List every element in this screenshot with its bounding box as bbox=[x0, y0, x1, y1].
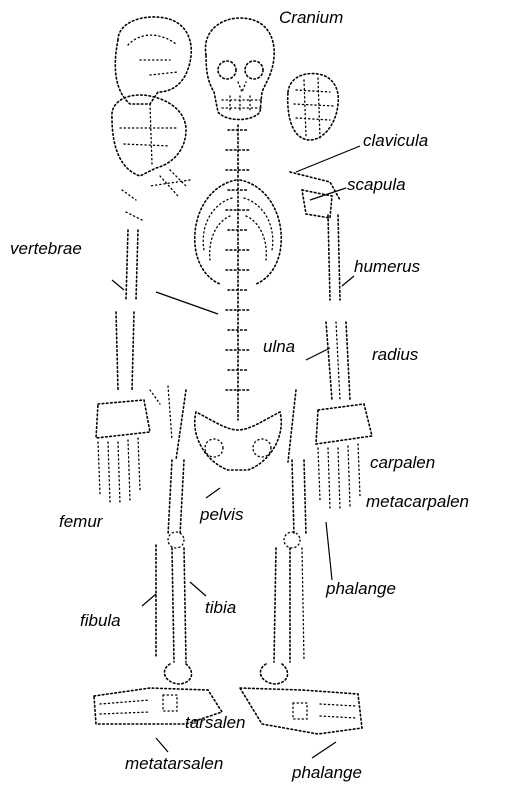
hand-right bbox=[316, 404, 372, 510]
label-phalange-foot: phalange bbox=[291, 763, 362, 782]
label-fibula: fibula bbox=[80, 611, 121, 630]
label-carpalen: carpalen bbox=[370, 453, 435, 472]
leader-phalange-foot bbox=[312, 742, 336, 758]
leader-fibula bbox=[142, 594, 156, 606]
leader-metatarsalen bbox=[156, 738, 168, 752]
label-radius: radius bbox=[372, 345, 419, 364]
arm-right bbox=[326, 215, 350, 400]
label-humerus: humerus bbox=[354, 257, 421, 276]
leader-tibia bbox=[190, 582, 206, 596]
foot-right bbox=[240, 688, 362, 734]
skull-front-view bbox=[205, 18, 274, 120]
leader-lines bbox=[112, 146, 360, 758]
leader-scapula bbox=[310, 188, 346, 200]
spine bbox=[226, 125, 250, 420]
label-tibia: tibia bbox=[205, 598, 236, 617]
label-ulna: ulna bbox=[263, 337, 295, 356]
leader-phalange-hand bbox=[326, 522, 332, 580]
pelvis-bone bbox=[176, 390, 296, 470]
label-scapula: scapula bbox=[347, 175, 406, 194]
leader-vertebrae bbox=[156, 292, 218, 314]
skull-top-view bbox=[288, 74, 339, 140]
hand-left bbox=[96, 386, 172, 504]
skull-side-lower bbox=[112, 95, 186, 220]
label-metacarpalen: metacarpalen bbox=[366, 492, 469, 511]
skeleton-illustration bbox=[94, 17, 372, 734]
leader-pelvis bbox=[206, 488, 220, 498]
leader-vertebrae-arm bbox=[112, 280, 124, 290]
label-metatarsalen: metatarsalen bbox=[125, 754, 223, 773]
label-phalange-hand: phalange bbox=[325, 579, 396, 598]
leg-right bbox=[260, 460, 306, 684]
label-clavicula: clavicula bbox=[363, 131, 428, 150]
leader-ulna bbox=[306, 348, 330, 360]
label-pelvis: pelvis bbox=[199, 505, 244, 524]
label-cranium: Cranium bbox=[279, 8, 343, 27]
leg-left bbox=[156, 460, 192, 684]
label-tarsalen: tarsalen bbox=[185, 713, 245, 732]
leader-clavicula bbox=[296, 146, 360, 172]
labels: Cranium clavicula scapula vertebrae hume… bbox=[10, 8, 469, 782]
leader-humerus bbox=[342, 276, 354, 286]
label-vertebrae: vertebrae bbox=[10, 239, 82, 258]
arm-left bbox=[116, 230, 138, 390]
skull-side-view bbox=[115, 17, 191, 104]
label-femur: femur bbox=[59, 512, 104, 531]
